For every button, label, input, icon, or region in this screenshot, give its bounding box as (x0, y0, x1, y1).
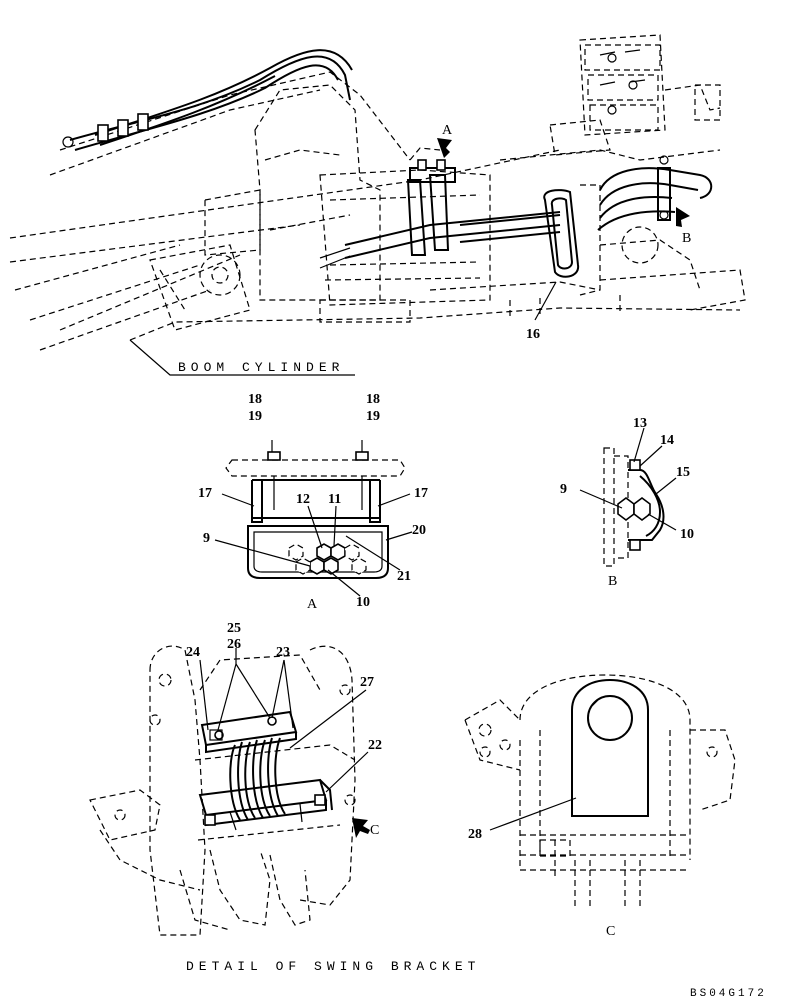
detail-b-part-15: 15 (676, 465, 690, 480)
detail-b-part-9: 9 (560, 482, 567, 497)
detail-a-part-18-right: 18 (366, 392, 380, 407)
arrow-c-label: C (370, 823, 379, 838)
detail-b-part-13: 13 (633, 416, 647, 431)
detail-a-part-9: 9 (203, 531, 210, 546)
detail-a-part-21: 21 (397, 569, 411, 584)
detail-a-part-18-left: 18 (248, 392, 262, 407)
detail-c-part-28: 28 (468, 827, 482, 842)
detail-a-part-17-right: 17 (414, 486, 428, 501)
detail-a-part-19-right: 19 (366, 409, 380, 424)
swing-bracket-detail: C 25 26 24 23 27 22 (89, 621, 382, 936)
detail-a-part-20: 20 (412, 523, 426, 538)
detail-b: 13 14 15 9 10 B (560, 416, 694, 589)
swing-part-26: 26 (227, 637, 241, 652)
detail-c: 28 C (464, 674, 736, 939)
detail-a-caption: A (307, 597, 318, 612)
detail-b-part-14: 14 (660, 433, 674, 448)
part-number-16: 16 (526, 327, 540, 342)
swing-part-27: 27 (360, 675, 374, 690)
detail-c-caption: C (606, 924, 615, 939)
main-assembly-view: A B 16 BOOM CYLINDER (9, 34, 746, 376)
arrow-b-label: B (682, 231, 691, 246)
detail-a-part-10: 10 (356, 595, 370, 610)
drawing-code: BS04G172 (690, 988, 767, 1000)
detail-a-part-11: 11 (328, 492, 341, 507)
swing-bracket-title: DETAIL OF SWING BRACKET (186, 959, 480, 974)
swing-part-25: 25 (227, 621, 241, 636)
swing-part-23: 23 (276, 645, 290, 660)
detail-a-part-17-left: 17 (198, 486, 212, 501)
detail-a: 18 19 18 19 17 17 12 11 9 20 21 10 A (198, 392, 428, 612)
detail-b-part-10: 10 (680, 527, 694, 542)
swing-part-24: 24 (186, 645, 200, 660)
detail-a-part-19-left: 19 (248, 409, 262, 424)
swing-part-22: 22 (368, 738, 382, 753)
boom-cylinder-label: BOOM CYLINDER (178, 360, 344, 375)
arrow-a-label: A (442, 123, 453, 138)
detail-b-caption: B (608, 574, 617, 589)
detail-a-part-12: 12 (296, 492, 310, 507)
